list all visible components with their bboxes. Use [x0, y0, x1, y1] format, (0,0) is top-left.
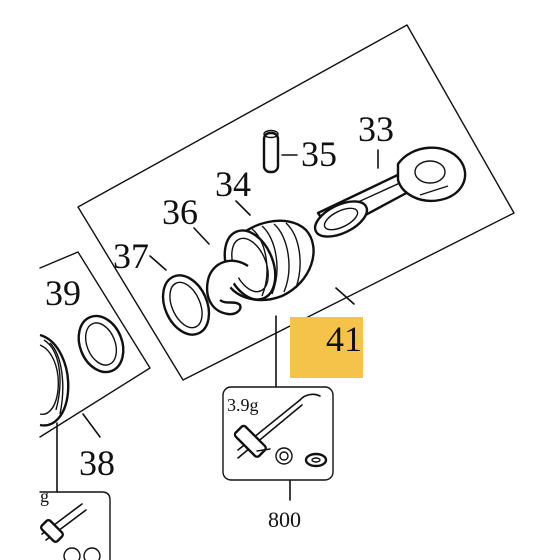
left-partial-assembly-frame	[39, 251, 151, 438]
highlight-box-41	[290, 317, 363, 378]
connecting-rod-33	[313, 146, 467, 238]
callout-41: 41	[326, 319, 362, 359]
callout-800: 800	[268, 507, 301, 532]
callout-39: 39	[45, 273, 81, 313]
partial-kit-weight-label: g	[40, 486, 49, 506]
wrist-pin-35	[262, 129, 280, 174]
leader-lines	[56, 149, 379, 501]
callout-35: 35	[301, 134, 337, 174]
circlip-36	[205, 259, 249, 316]
callout-34: 34	[215, 164, 251, 204]
callout-37: 37	[113, 236, 149, 276]
callout-36: 36	[162, 192, 198, 232]
callout-38: 38	[79, 443, 115, 483]
seal-ring-39	[77, 314, 125, 374]
callout-33: 33	[358, 109, 394, 149]
piston-ring-37	[161, 274, 211, 336]
grease-kit-800-box	[222, 386, 334, 481]
assembly-frame-41	[77, 24, 515, 381]
piston-34	[223, 219, 315, 302]
left-partial-piston-part	[39, 333, 70, 427]
kit-weight-label: 3.9g	[227, 395, 259, 415]
partial-kit-box	[39, 491, 111, 560]
